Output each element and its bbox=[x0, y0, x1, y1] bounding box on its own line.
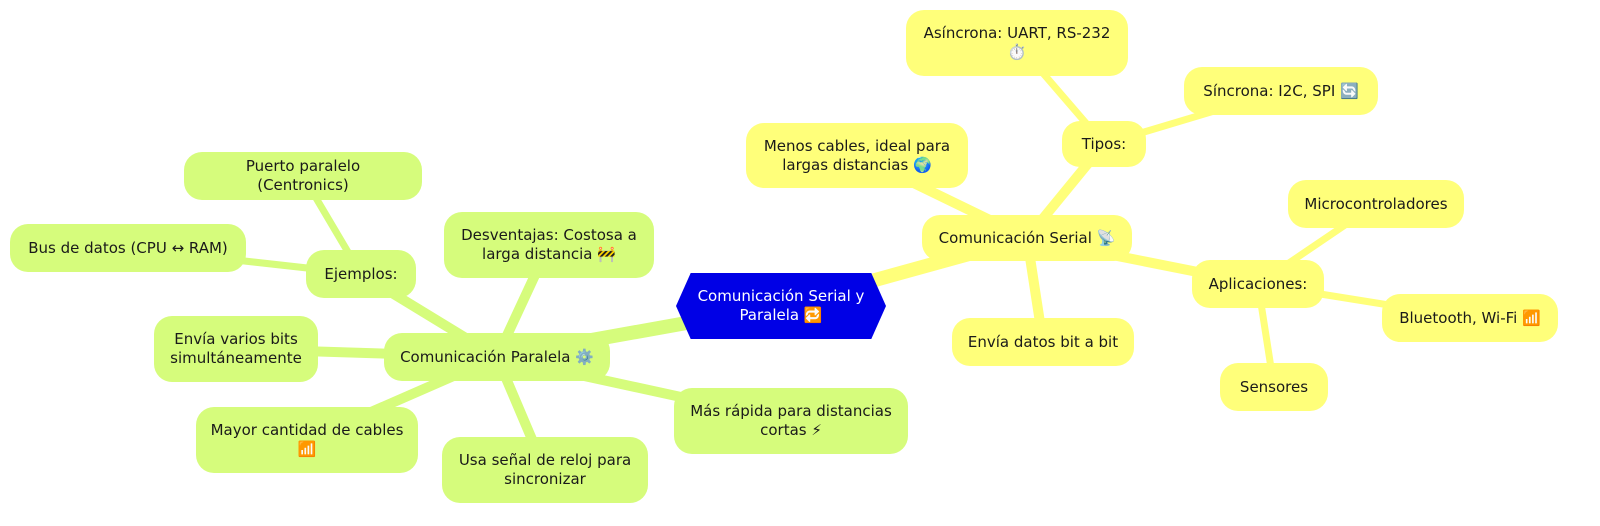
parallel-label: Comunicación Paralela ⚙️ bbox=[400, 347, 594, 366]
disadvantages-line-2: larga distancia 🚧 bbox=[482, 245, 616, 263]
clock-line-2: sincronizar bbox=[504, 470, 586, 488]
bit-by-bit-label: Envía datos bit a bit bbox=[967, 332, 1119, 351]
parallel-node: Comunicación Paralela ⚙️ bbox=[384, 333, 610, 381]
data-bus-label: Bus de datos (CPU ↔ RAM) bbox=[28, 238, 228, 257]
root-line-2: Paralela 🔁 bbox=[739, 306, 823, 324]
applications-label: Aplicaciones: bbox=[1208, 274, 1308, 293]
more-cables-line-2: 📶 bbox=[297, 440, 317, 458]
disadvantages-line-1: Desventajas: Costosa a bbox=[461, 226, 637, 244]
sensors-node: Sensores bbox=[1220, 363, 1328, 411]
faster-line-2: cortas ⚡ bbox=[760, 421, 822, 439]
serial-label: Comunicación Serial 📡 bbox=[938, 228, 1116, 247]
parallel-port-label: Puerto paralelo (Centronics) bbox=[245, 157, 361, 194]
types-label: Tipos: bbox=[1081, 134, 1127, 153]
sensors-label: Sensores bbox=[1239, 377, 1309, 396]
examples-label: Ejemplos: bbox=[324, 264, 398, 283]
faster-line-1: Más rápida para distancias bbox=[690, 402, 892, 420]
serial-bit-by-bit-node: Envía datos bit a bit bbox=[952, 318, 1134, 366]
asynchronous-node: Asíncrona: UART, RS-232 ⏱️ bbox=[906, 10, 1128, 76]
several-bits-node: Envía varios bits simultáneamente bbox=[154, 316, 318, 382]
bluetooth-wifi-node: Bluetooth, Wi-Fi 📶 bbox=[1382, 294, 1558, 342]
several-bits-line-1: Envía varios bits bbox=[174, 330, 298, 348]
parallel-port-node: Puerto paralelo (Centronics) bbox=[184, 152, 422, 200]
serial-fewer-cables-node: Menos cables, ideal para largas distanci… bbox=[746, 123, 968, 188]
more-cables-line-1: Mayor cantidad de cables bbox=[210, 421, 404, 439]
faster-short-distance-node: Más rápida para distancias cortas ⚡ bbox=[674, 388, 908, 454]
fewer-cables-line-2: largas distancias 🌍 bbox=[782, 155, 932, 174]
root-node: Comunicación Serial y Paralela 🔁 bbox=[676, 273, 886, 339]
synchronous-label: Síncrona: I2C, SPI 🔄 bbox=[1203, 81, 1359, 100]
clock-line-1: Usa señal de reloj para bbox=[458, 451, 632, 469]
serial-types-node: Tipos: bbox=[1062, 121, 1146, 167]
more-cables-node: Mayor cantidad de cables 📶 bbox=[196, 407, 418, 473]
asynchronous-line-1: Asíncrona: UART, RS-232 bbox=[923, 24, 1111, 42]
clock-signal-node: Usa señal de reloj para sincronizar bbox=[442, 437, 648, 503]
synchronous-node: Síncrona: I2C, SPI 🔄 bbox=[1184, 67, 1378, 115]
asynchronous-line-2: ⏱️ bbox=[1007, 43, 1027, 61]
microcontrollers-node: Microcontroladores bbox=[1288, 180, 1464, 228]
examples-node: Ejemplos: bbox=[306, 250, 416, 298]
several-bits-line-2: simultáneamente bbox=[170, 349, 302, 367]
fewer-cables-line-1: Menos cables, ideal para bbox=[763, 136, 951, 155]
disadvantages-node: Desventajas: Costosa a larga distancia 🚧 bbox=[444, 212, 654, 278]
serial-applications-node: Aplicaciones: bbox=[1192, 260, 1324, 308]
root-line-1: Comunicación Serial y bbox=[697, 287, 865, 305]
microcontrollers-label: Microcontroladores bbox=[1304, 194, 1448, 213]
bluetooth-wifi-label: Bluetooth, Wi-Fi 📶 bbox=[1399, 308, 1541, 327]
serial-node: Comunicación Serial 📡 bbox=[922, 215, 1132, 261]
data-bus-node: Bus de datos (CPU ↔ RAM) bbox=[10, 224, 246, 272]
